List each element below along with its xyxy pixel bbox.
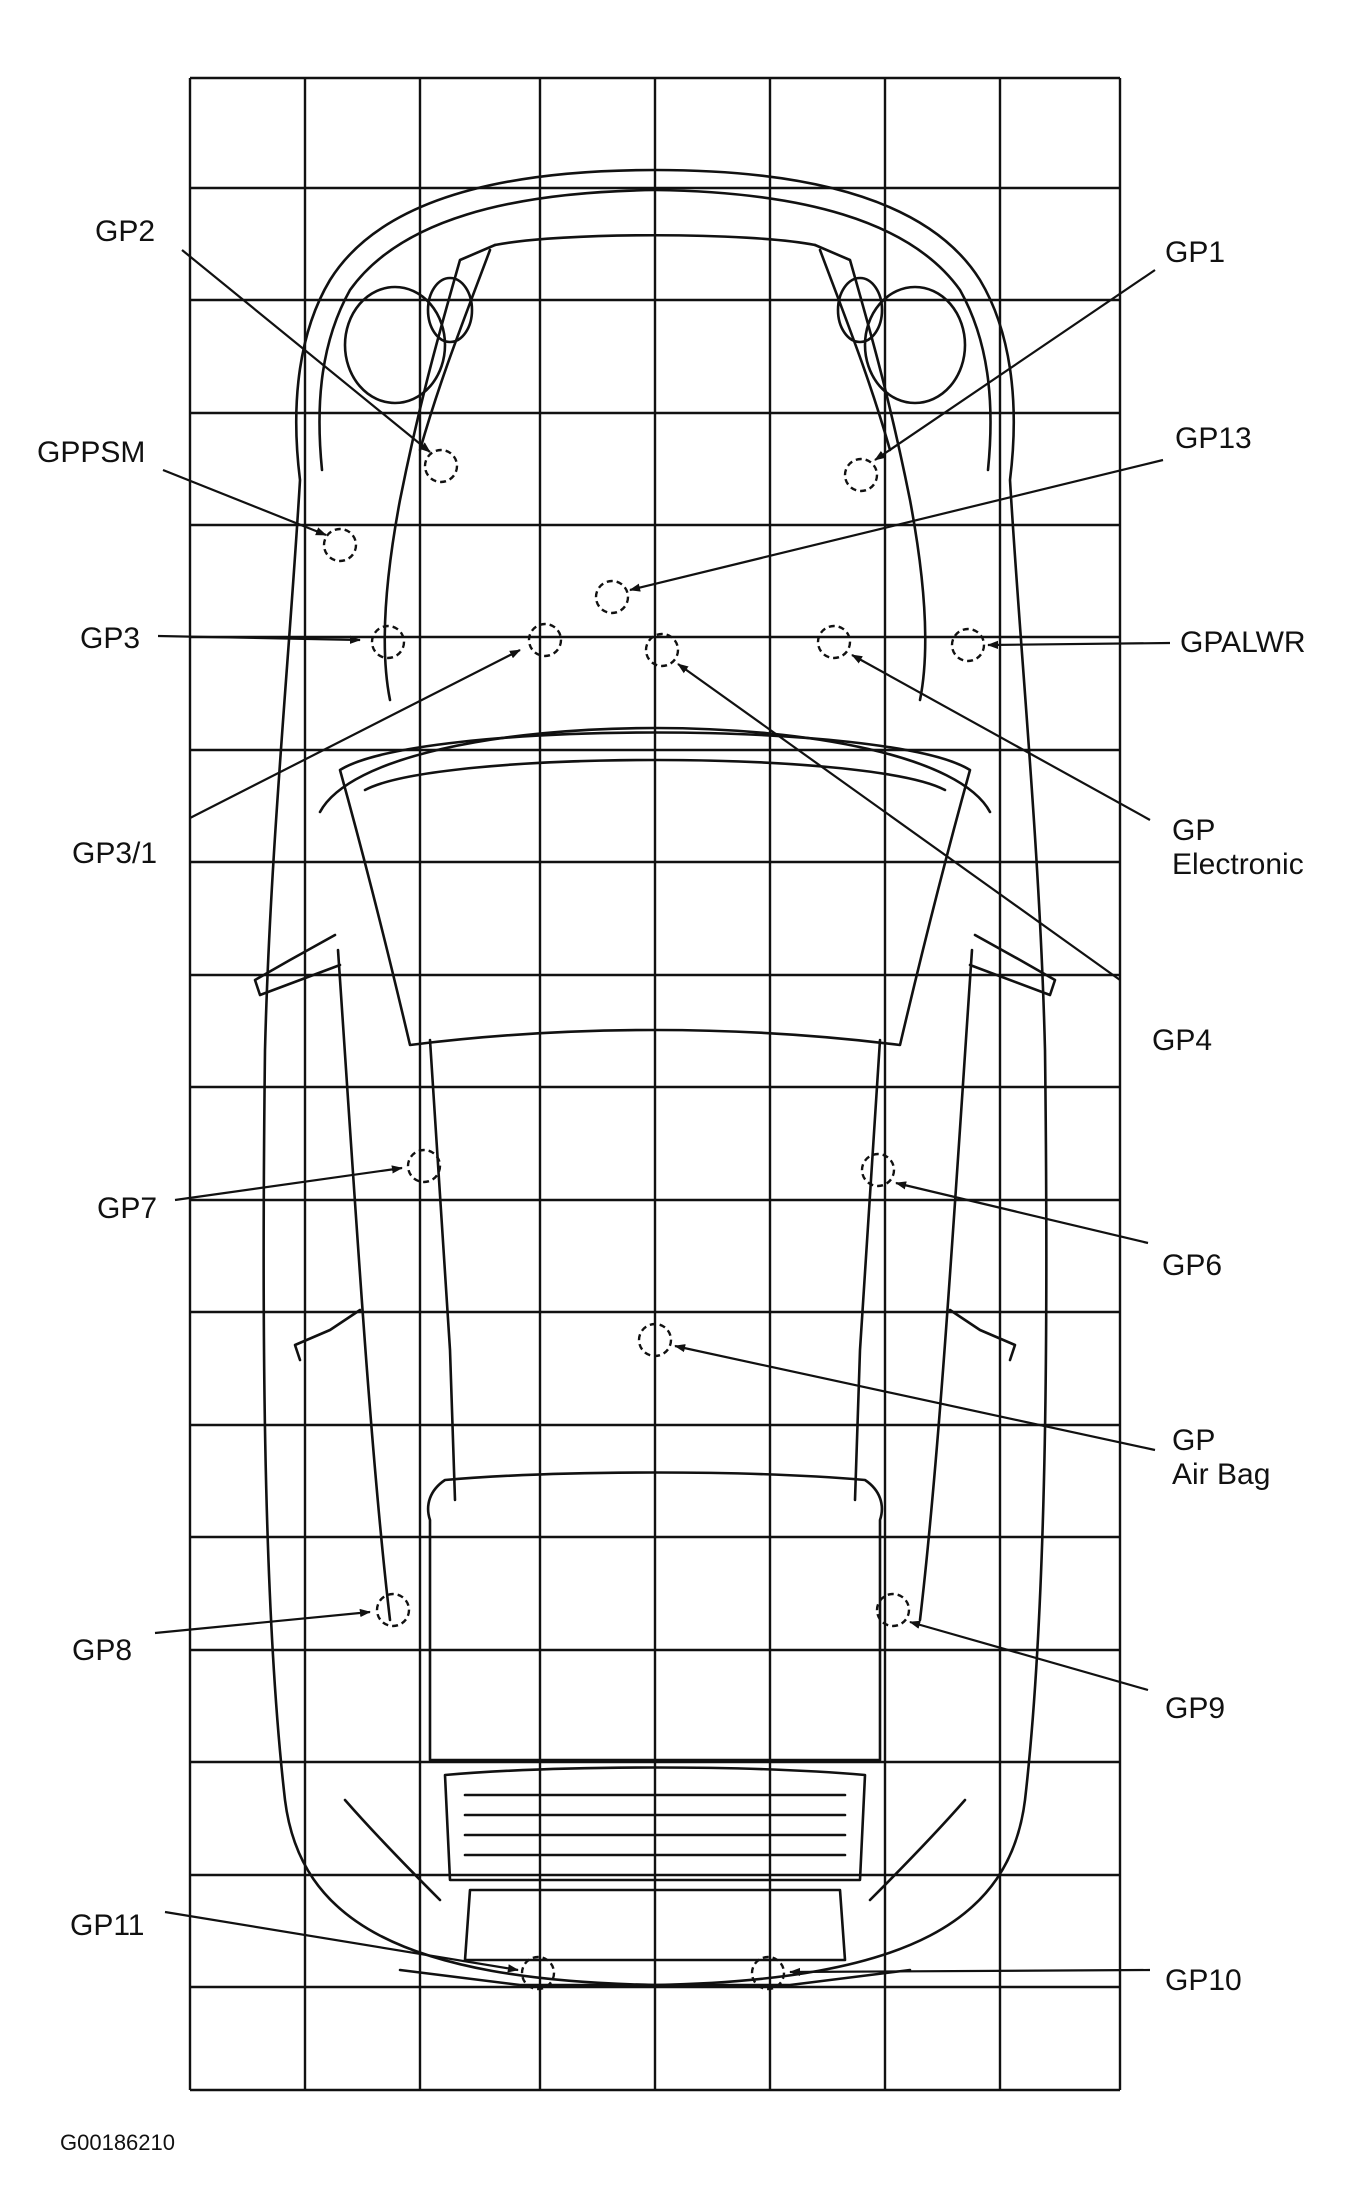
label-gp7: GP7	[97, 1192, 157, 1225]
label-gppsm: GPPSM	[37, 436, 145, 469]
figure-code: G00186210	[60, 2130, 175, 2155]
label-gp-electronic: GP Electronic	[1172, 814, 1304, 881]
label-gp4: GP4	[1152, 1024, 1212, 1057]
label-gp-air-bag: GP Air Bag	[1172, 1424, 1270, 1491]
reference-grid	[188, 76, 1122, 2092]
label-gp3-1: GP3/1	[72, 837, 157, 870]
car-outline	[253, 168, 1057, 1987]
leader-lines	[154, 249, 1171, 1977]
label-gpalwr: GPALWR	[1180, 626, 1306, 659]
label-gp9: GP9	[1165, 1692, 1225, 1725]
ground-point-markers	[322, 448, 986, 1991]
label-gp11: GP11	[70, 1909, 145, 1942]
label-gp13: GP13	[1175, 422, 1252, 455]
label-gp8: GP8	[72, 1634, 132, 1667]
label-gp10: GP10	[1165, 1964, 1242, 1997]
label-gp6: GP6	[1162, 1249, 1222, 1282]
ground-point-labels: GP2 GP1 GPPSM GP13 GP3 GPALWR GP3/1 GP E…	[37, 215, 1306, 1997]
label-gp2: GP2	[95, 215, 155, 248]
label-gp3: GP3	[80, 622, 140, 655]
label-gp1: GP1	[1165, 236, 1225, 269]
